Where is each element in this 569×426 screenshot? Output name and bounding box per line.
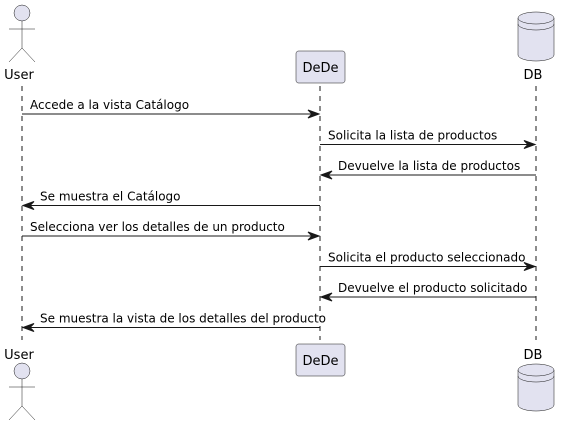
dede-participant-bottom: DeDe <box>295 343 346 377</box>
actor-icon <box>8 362 36 421</box>
db-database-top: DB <box>517 11 555 83</box>
db-database-bottom: DB <box>517 348 555 412</box>
message: Selecciona ver los detalles de un produc… <box>22 220 321 241</box>
message: Se muestra el Catálogo <box>21 190 320 210</box>
arrowhead-icon <box>307 109 321 119</box>
message: Devuelve el producto solicitado <box>319 281 536 302</box>
arrowhead-icon <box>21 323 35 332</box>
participant-label-user: User <box>4 68 34 83</box>
message-label: Accede a la vista Catálogo <box>30 98 189 112</box>
message-label: Solicita la lista de productos <box>328 129 497 143</box>
message: Solicita la lista de productos <box>320 129 537 149</box>
arrowhead-icon <box>21 201 35 210</box>
participant-label-user-bottom: User <box>4 348 34 363</box>
message-label: Se muestra la vista de los detalles del … <box>40 312 326 326</box>
actor-icon <box>8 4 36 63</box>
message-label: Solicita el producto seleccionado <box>328 251 525 265</box>
participant-box <box>295 50 346 84</box>
arrowhead-icon <box>307 231 321 241</box>
participant-label-dede: DeDe <box>302 61 338 76</box>
user-actor-top: User <box>4 4 36 83</box>
arrowhead-icon <box>523 262 537 271</box>
participant-label-db: DB <box>524 68 543 83</box>
message: Accede a la vista Catálogo <box>22 98 321 119</box>
message-label: Selecciona ver los detalles de un produc… <box>30 220 285 234</box>
message-label: Devuelve la lista de productos <box>338 159 520 173</box>
message: Solicita el producto seleccionado <box>320 251 537 271</box>
arrowhead-icon <box>523 140 537 149</box>
arrowhead-icon <box>319 292 333 302</box>
message: Devuelve la lista de productos <box>319 159 536 180</box>
user-actor-bottom: User <box>4 348 36 421</box>
participant-label-dede-bottom: DeDe <box>302 354 338 369</box>
participant-label-db-bottom: DB <box>524 348 543 363</box>
participant-box <box>295 343 346 377</box>
dede-participant-top: DeDe <box>295 50 346 84</box>
message: Se muestra la vista de los detalles del … <box>21 312 326 332</box>
database-icon <box>517 363 555 412</box>
message-label: Devuelve el producto solicitado <box>338 281 527 295</box>
database-icon <box>517 11 555 62</box>
arrowhead-icon <box>319 170 333 180</box>
message-label: Se muestra el Catálogo <box>40 190 181 204</box>
